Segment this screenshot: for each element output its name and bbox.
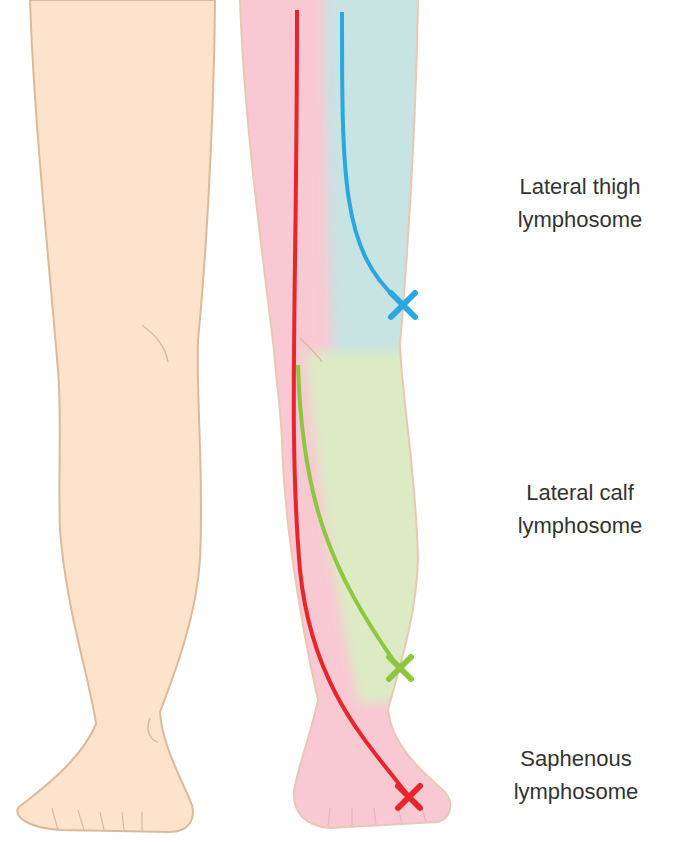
knee-crease	[300, 338, 322, 362]
lateral-thigh-region	[325, 0, 470, 352]
injection-mark	[389, 657, 411, 679]
injection-mark	[391, 293, 415, 317]
toe-lines	[328, 802, 426, 826]
region-label: Lateral thigh lymphosome	[482, 170, 678, 236]
ankle-line	[148, 718, 158, 742]
region-label: Lateral calf lymphosome	[482, 476, 678, 542]
region-label: Saphenous lymphosome	[478, 742, 674, 808]
left-leg	[17, 0, 215, 832]
lateral-calf-line	[298, 365, 396, 664]
knee-crease	[142, 325, 168, 362]
injection-mark	[398, 786, 420, 808]
right-leg-outline	[240, 0, 450, 828]
toe-lines	[52, 808, 142, 831]
saphenous-region	[220, 0, 480, 842]
lateral-thigh-line	[342, 12, 398, 300]
